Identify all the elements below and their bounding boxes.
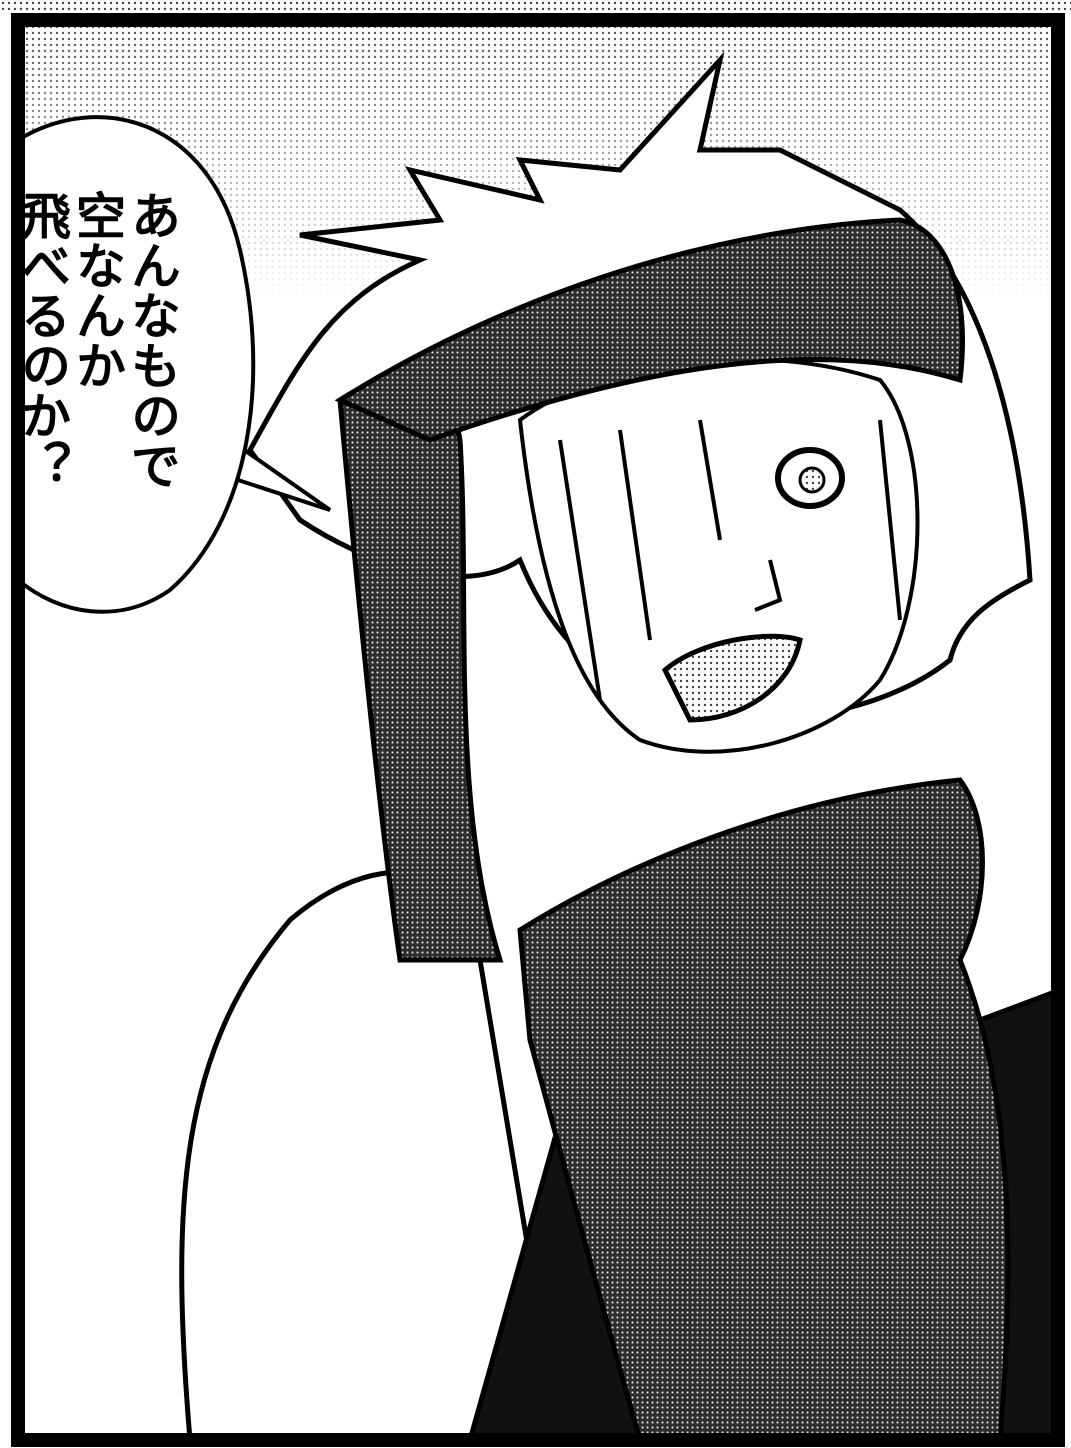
character-headband (334, 217, 965, 443)
speech-line-2: 空なんか (68, 190, 127, 390)
character-scarf (517, 777, 1011, 1443)
top-strip (0, 0, 1071, 14)
character-bangs (558, 419, 902, 701)
speech-bubble-text: あんなもので 空なんか 飛べるのか？ (10, 190, 182, 530)
character-nose (754, 559, 783, 612)
speech-line-1: あんなもので (123, 190, 182, 490)
panel-border (11, 13, 1065, 1447)
speech-bubble (16, 115, 256, 614)
character-mouth (661, 633, 803, 723)
speech-line-3: 飛べるのか？ (13, 190, 72, 490)
character-pupil (798, 466, 826, 494)
